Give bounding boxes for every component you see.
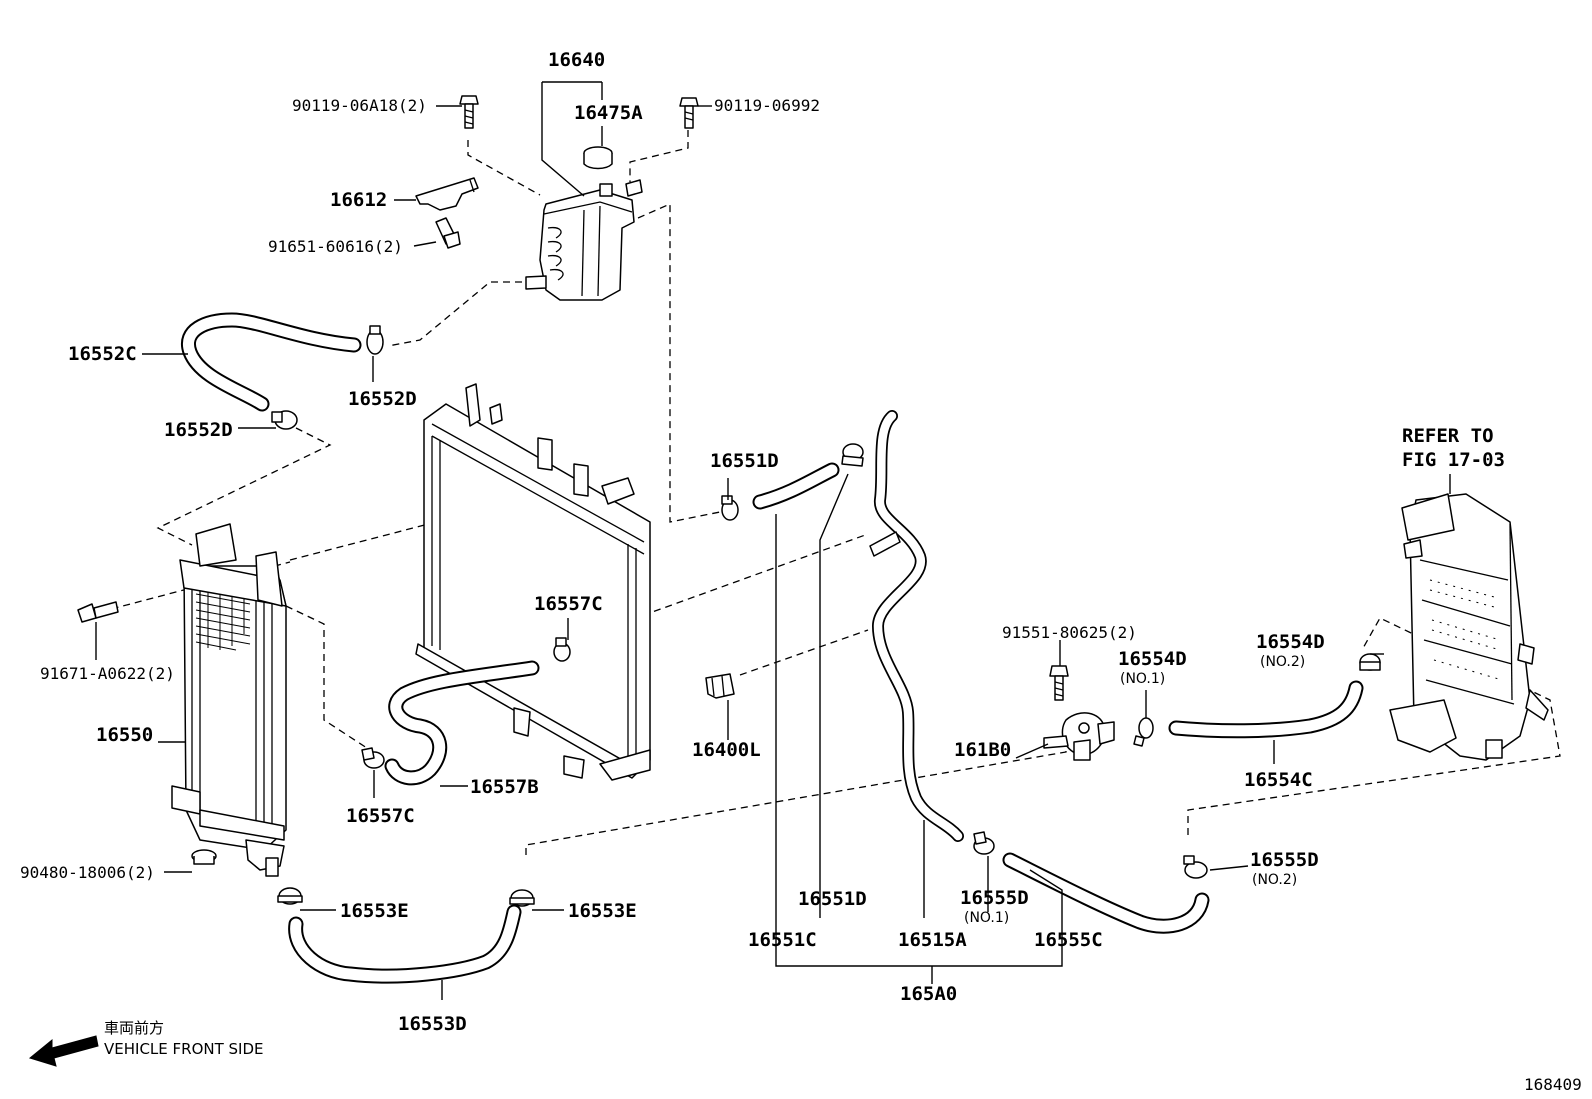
hose-16553D [288, 904, 522, 984]
label-16552C: 16552C [68, 343, 137, 365]
label-16554D-no1: 16554D [1118, 648, 1187, 670]
hose-16552C [181, 312, 362, 412]
hose-16554C [1168, 680, 1364, 739]
label-91671-A0622: 91671-A0622(2) [40, 664, 175, 683]
clamp-16552D-left [271, 410, 298, 430]
label-90480-18006: 90480-18006(2) [20, 863, 155, 882]
radiator-16550 [171, 523, 287, 877]
dashed-connection-lines [99, 118, 1561, 855]
label-16552D-top: 16552D [348, 388, 417, 410]
label-16515A: 16515A [898, 929, 967, 951]
hose-16515A [869, 410, 964, 842]
clamp-16552D-top [366, 325, 384, 355]
clamp-16557C-top [553, 637, 571, 662]
figure-number: 168409 [1524, 1075, 1582, 1094]
label-16551D-top: 16551D [710, 450, 779, 472]
part-labels: 16640 16475A 90119-06A18(2) 90119-06992 … [20, 49, 1505, 1035]
radiator-core [415, 383, 651, 781]
label-16553E-right: 16553E [568, 900, 637, 922]
valve-161B0 [1043, 712, 1115, 761]
clamp-16551D-upper [841, 443, 864, 467]
cushion-90480-18006 [191, 849, 217, 865]
label-165A0: 165A0 [900, 983, 957, 1005]
label-16555D-no1-sub: (NO.1) [964, 910, 1009, 926]
label-16554D-no2: 16554D [1256, 631, 1325, 653]
label-16555D-no1: 16555D [960, 887, 1029, 909]
label-16400L: 16400L [692, 739, 761, 761]
clamp-16400L [705, 673, 735, 699]
front-note-jp: 車両前方 [104, 1019, 164, 1037]
reservoir-tank [525, 179, 643, 301]
label-16475A: 16475A [574, 102, 643, 124]
label-16557B: 16557B [470, 776, 539, 798]
label-16551C: 16551C [748, 929, 817, 951]
front-arrow-icon [28, 1035, 99, 1067]
label-16554D-no1-sub: (NO.1) [1120, 671, 1165, 687]
label-16555C: 16555C [1034, 929, 1103, 951]
clamp-16557C-bottom [361, 747, 385, 769]
vehicle-front-indicator: 車両前方 VEHICLE FRONT SIDE [28, 1019, 264, 1067]
label-161B0: 161B0 [954, 739, 1011, 761]
clamp-16555D-no2 [1183, 855, 1208, 879]
bolt-90119-06A18 [459, 95, 479, 129]
clamp-16554D-no1 [1133, 717, 1154, 747]
label-16550: 16550 [96, 724, 153, 746]
bolt-90119-06992 [679, 97, 699, 129]
bolt-91551-80625 [1049, 665, 1069, 701]
label-16640: 16640 [548, 49, 605, 71]
label-16551D-bottom: 16551D [798, 888, 867, 910]
front-note-en: VEHICLE FRONT SIDE [104, 1040, 264, 1058]
label-16557C-bottom: 16557C [346, 805, 415, 827]
hose-16557B [384, 660, 540, 786]
label-16554D-no2-sub: (NO.2) [1260, 654, 1305, 670]
hose-16555C [1002, 852, 1210, 934]
clamp-16553E-left [277, 887, 303, 905]
label-16553D: 16553D [398, 1013, 467, 1035]
label-91551-80625: 91551-80625(2) [1002, 623, 1137, 642]
label-refer-line1: REFER TO [1402, 425, 1494, 447]
reservoir-cap [583, 146, 613, 170]
bolt-91651-60616 [435, 217, 461, 249]
leader-lines [95, 81, 1451, 1000]
clamp-16553E-right [509, 889, 535, 907]
radiator-16550-hatching [195, 592, 251, 651]
label-16552D-left: 16552D [164, 419, 233, 441]
label-16557C-top: 16557C [534, 593, 603, 615]
label-16555D-no2-sub: (NO.2) [1252, 872, 1297, 888]
label-refer-line2: FIG 17-03 [1402, 449, 1505, 471]
label-16612: 16612 [330, 189, 387, 211]
label-16554C: 16554C [1244, 769, 1313, 791]
label-91651-60616: 91651-60616(2) [268, 237, 403, 256]
label-16553E-left: 16553E [340, 900, 409, 922]
label-90119-06A18: 90119-06A18(2) [292, 96, 427, 115]
clamp-16551D [721, 495, 739, 521]
clamp-16555D-no1 [973, 831, 995, 855]
bolt-91671-A0622 [77, 601, 119, 623]
label-90119-06992: 90119-06992 [714, 96, 820, 115]
bracket-16612 [415, 177, 479, 211]
hose-16551D [752, 462, 840, 510]
clamp-16554D-no2 [1359, 653, 1381, 671]
label-16555D-no2: 16555D [1250, 849, 1319, 871]
intercooler [1389, 493, 1549, 761]
